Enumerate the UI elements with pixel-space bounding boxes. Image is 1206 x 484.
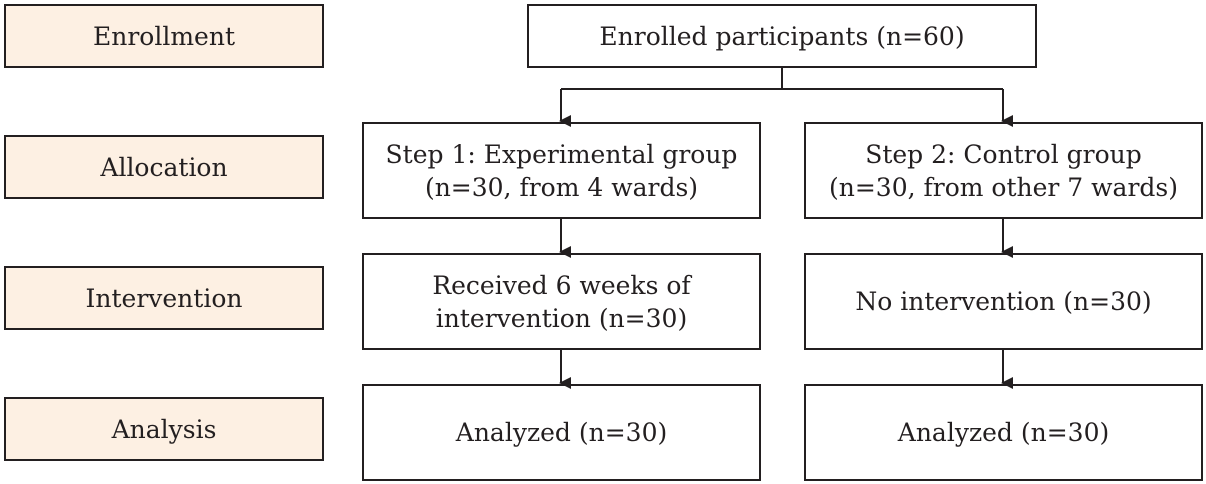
experimental-allocation-line1: Step 1: Experimental group xyxy=(385,139,738,169)
stage-allocation-label: Allocation xyxy=(100,152,228,182)
stage-intervention: Intervention xyxy=(4,266,324,330)
control-analysis-text: Analyzed (n=30) xyxy=(897,418,1110,447)
enrolled-box: Enrolled participants (n=60) xyxy=(527,4,1037,68)
control-analysis-box: Analyzed (n=30) xyxy=(804,384,1203,481)
stage-allocation: Allocation xyxy=(4,135,324,199)
experimental-intervention-line1: Received 6 weeks of xyxy=(432,270,691,300)
experimental-intervention-line2: intervention (n=30) xyxy=(435,303,688,333)
control-allocation-box: Step 2: Control group (n=30, from other … xyxy=(804,122,1203,219)
experimental-analysis-box: Analyzed (n=30) xyxy=(362,384,761,481)
experimental-allocation-line2: (n=30, from 4 wards) xyxy=(424,172,699,202)
control-allocation-line1: Step 2: Control group xyxy=(865,139,1142,169)
experimental-analysis-text: Analyzed (n=30) xyxy=(455,418,668,447)
stage-analysis-label: Analysis xyxy=(111,414,217,444)
stage-intervention-label: Intervention xyxy=(85,283,243,313)
control-allocation-line2: (n=30, from other 7 wards) xyxy=(829,172,1178,202)
stage-analysis: Analysis xyxy=(4,397,324,461)
stage-enrollment-label: Enrollment xyxy=(93,21,235,51)
control-intervention-text: No intervention (n=30) xyxy=(855,287,1152,316)
stage-enrollment: Enrollment xyxy=(4,4,324,68)
enrolled-text: Enrolled participants (n=60) xyxy=(599,21,965,51)
control-intervention-box: No intervention (n=30) xyxy=(804,253,1203,350)
experimental-allocation-box: Step 1: Experimental group (n=30, from 4… xyxy=(362,122,761,219)
experimental-intervention-box: Received 6 weeks of intervention (n=30) xyxy=(362,253,761,350)
